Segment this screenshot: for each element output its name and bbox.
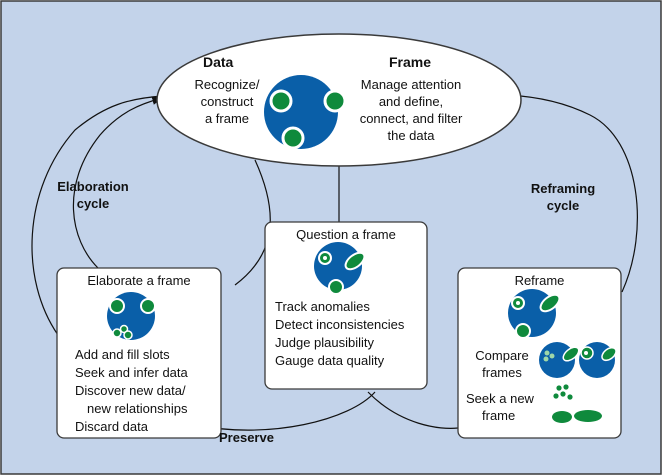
list-item: Discard data bbox=[75, 419, 148, 434]
dot-icon bbox=[549, 353, 555, 359]
data-dot-icon bbox=[563, 384, 569, 390]
label-line: Compare bbox=[475, 348, 529, 363]
elaborate-box bbox=[56, 267, 222, 439]
dot-icon bbox=[543, 356, 549, 362]
data-line: construct bbox=[200, 94, 254, 109]
misfit-slot-icon bbox=[539, 293, 561, 313]
label-line: Seek a new bbox=[466, 391, 534, 406]
question-list: Track anomalies Detect inconsistencies J… bbox=[275, 298, 404, 370]
anomaly-dot-icon bbox=[584, 351, 588, 355]
reframe-link-arc bbox=[367, 391, 459, 429]
preserve-label: Preserve bbox=[219, 430, 274, 445]
question-title: Question a frame bbox=[296, 227, 396, 242]
anomaly-dot-icon bbox=[323, 256, 327, 260]
frame-slot-icon bbox=[112, 328, 122, 338]
data-dot-icon bbox=[567, 394, 573, 400]
reframing-arrow bbox=[504, 91, 638, 293]
misfit-slot-icon bbox=[601, 346, 617, 362]
frame-slot-icon bbox=[281, 126, 305, 150]
frame-slot-icon bbox=[328, 279, 344, 295]
frame-slot-icon bbox=[140, 298, 156, 314]
list-item: new relationships bbox=[87, 401, 188, 416]
new-slot-icon bbox=[552, 411, 572, 423]
cycle-label-line: cycle bbox=[546, 198, 580, 213]
list-item: Track anomalies bbox=[275, 299, 370, 314]
data-line: Recognize/ bbox=[194, 77, 260, 92]
elaboration-inner-arrow bbox=[72, 96, 164, 269]
label-line: frames bbox=[482, 365, 522, 380]
misfit-slot-icon bbox=[344, 251, 366, 271]
frame-slot-icon bbox=[515, 323, 531, 339]
elaborate-title: Elaborate a frame bbox=[87, 273, 191, 288]
frame-line: the data bbox=[387, 128, 435, 143]
cycle-label-line: Reframing bbox=[530, 181, 596, 196]
list-item: Judge plausibility bbox=[275, 335, 375, 350]
reframe-title: Reframe bbox=[514, 273, 565, 288]
data-description: Recognize/ construct a frame bbox=[182, 76, 272, 127]
data-dot-icon bbox=[556, 385, 562, 391]
frame-slot-icon bbox=[123, 330, 133, 340]
frame-line: Manage attention bbox=[360, 77, 462, 92]
frame-slot-icon bbox=[109, 298, 125, 314]
frame-title: Frame bbox=[389, 54, 432, 70]
data-title: Data bbox=[203, 54, 234, 70]
label-line: frame bbox=[482, 408, 516, 423]
frame-description: Manage attention and define, connect, an… bbox=[346, 76, 476, 144]
elaboration-outer-arc bbox=[31, 95, 165, 336]
compare-frames-label: Compare frames bbox=[464, 347, 540, 381]
new-slot-icon bbox=[574, 410, 602, 422]
list-item: Add and fill slots bbox=[75, 347, 170, 362]
preserve-arc bbox=[194, 391, 376, 431]
list-item: Discover new data/ bbox=[75, 383, 186, 398]
data-line: a frame bbox=[204, 111, 250, 126]
list-item: Seek and infer data bbox=[75, 365, 188, 380]
list-item: Gauge data quality bbox=[275, 353, 385, 368]
anomaly-dot-icon bbox=[516, 301, 520, 305]
seek-new-frame-label: Seek a new frame bbox=[466, 390, 534, 424]
data-dot-icon bbox=[553, 393, 559, 399]
frame-slot-icon bbox=[269, 89, 293, 113]
reframing-cycle-label: Reframing cycle bbox=[518, 180, 608, 214]
list-item: Detect inconsistencies bbox=[275, 317, 405, 332]
elaboration-cycle-label: Elaboration cycle bbox=[48, 178, 138, 212]
cycle-label-line: Elaboration bbox=[57, 179, 129, 194]
reframe-box bbox=[457, 267, 622, 439]
dot-icon bbox=[544, 350, 550, 356]
misfit-slot-icon bbox=[562, 346, 580, 362]
data-dot-icon bbox=[560, 391, 566, 397]
cycle-label-line: cycle bbox=[76, 196, 110, 211]
frame-line: and define, bbox=[378, 94, 444, 109]
frame-slot-icon bbox=[323, 89, 347, 113]
frame-line: connect, and filter bbox=[359, 111, 463, 126]
question-box bbox=[264, 221, 428, 390]
elaborate-list: Add and fill slots Seek and infer data D… bbox=[75, 346, 188, 436]
